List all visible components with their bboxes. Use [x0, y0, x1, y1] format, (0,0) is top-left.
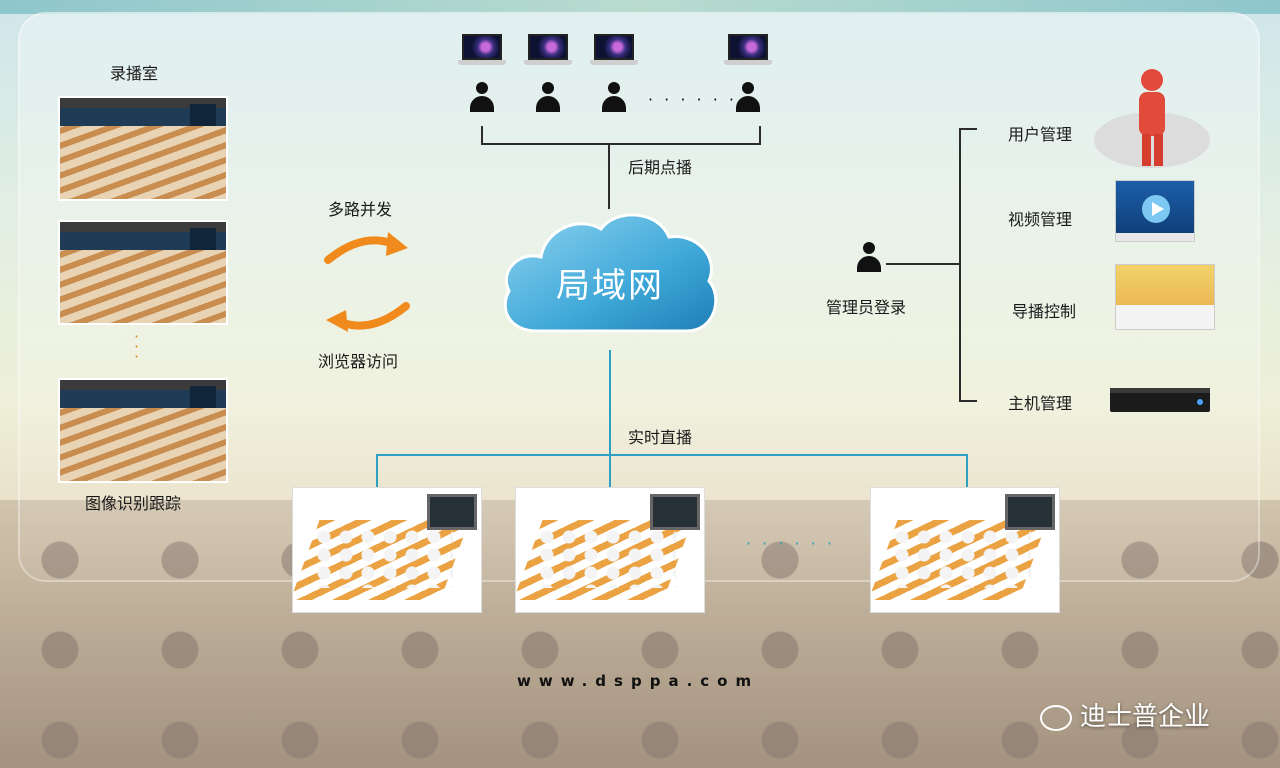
live-connector [609, 350, 611, 454]
vod-label: 后期点播 [628, 154, 692, 178]
laptop-icon [590, 34, 638, 66]
horizontal-ellipsis: · · · · · · [648, 90, 737, 109]
watermark: 迪士普企业 [1040, 696, 1210, 733]
right-arrow-icon [322, 228, 412, 268]
connector [608, 143, 610, 209]
host-device-icon [1108, 384, 1212, 418]
horizontal-ellipsis: · · · · · · [746, 534, 835, 553]
user-mgmt-label: 用户管理 [1008, 121, 1072, 145]
broadcast-control-photo [1115, 264, 1215, 330]
video-mgmt-label: 视频管理 [1008, 206, 1072, 230]
vertical-ellipsis: · · · [134, 332, 142, 362]
user-icon [535, 82, 561, 112]
watermark-text: 迪士普企业 [1080, 702, 1210, 732]
connector [481, 126, 483, 144]
connector [959, 128, 961, 402]
browser-access-label: 浏览器访问 [318, 348, 398, 372]
user-icon [469, 82, 495, 112]
classroom-illustration [870, 487, 1060, 613]
host-mgmt-label: 主机管理 [1008, 390, 1072, 414]
left-arrow-icon [322, 298, 412, 338]
connector [759, 126, 761, 144]
admin-login-label: 管理员登录 [826, 294, 906, 318]
connector [959, 128, 977, 130]
wechat-icon [1040, 705, 1072, 731]
multi-concurrent-label: 多路并发 [328, 196, 392, 220]
classroom-illustration [515, 487, 705, 613]
website-url: www.dsppa.com [517, 672, 759, 690]
live-connector [376, 454, 378, 488]
recording-room-label: 录播室 [110, 60, 158, 84]
admin-icon [856, 242, 882, 272]
classroom-illustration [292, 487, 482, 613]
live-connector [609, 454, 611, 488]
user-icon [601, 82, 627, 112]
image-tracking-label: 图像识别跟踪 [85, 490, 181, 514]
broadcast-ctrl-label: 导播控制 [1012, 298, 1076, 322]
classroom-photo [58, 220, 228, 325]
user-icon [735, 82, 761, 112]
user-management-icon [1092, 66, 1212, 170]
live-connector [376, 454, 968, 456]
classroom-photo [58, 378, 228, 483]
classroom-photo [58, 96, 228, 201]
laptop-icon [524, 34, 572, 66]
live-label: 实时直播 [628, 424, 692, 448]
lan-label: 局域网 [497, 258, 723, 307]
video-player-icon [1115, 180, 1195, 242]
laptop-icon [458, 34, 506, 66]
laptop-icon [724, 34, 772, 66]
connector [886, 263, 960, 265]
connector [481, 143, 761, 145]
live-connector [966, 454, 968, 488]
connector [959, 400, 977, 402]
